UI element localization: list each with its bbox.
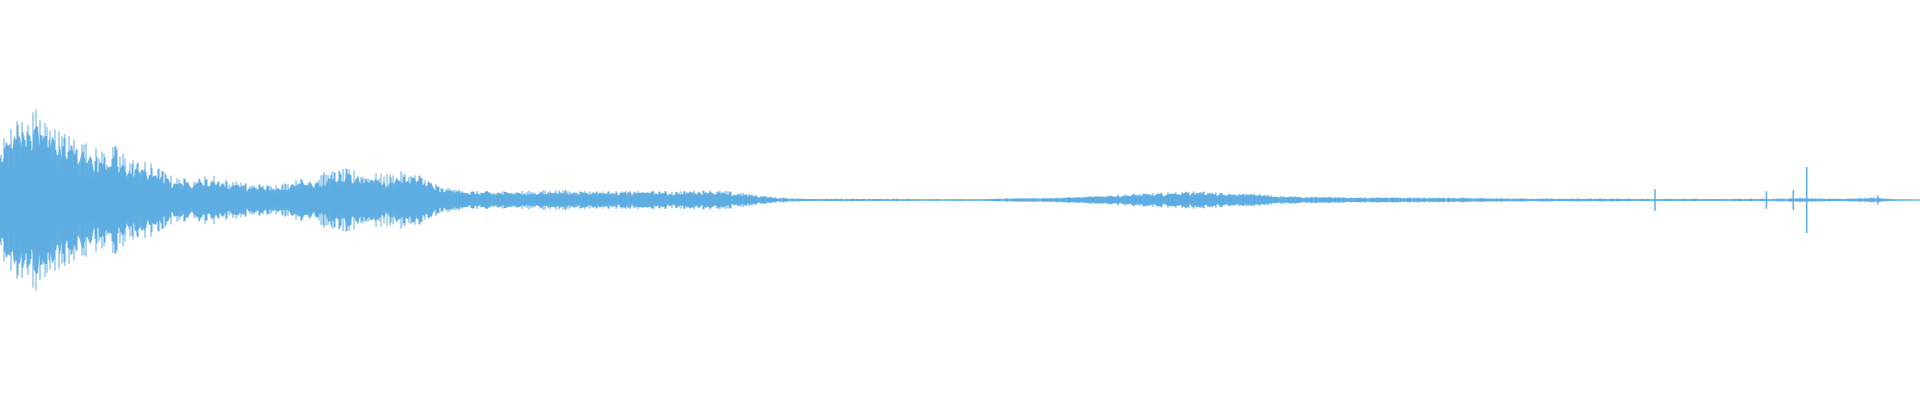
waveform-sample-lines (0, 109, 1919, 291)
waveform-transient-spikes (1654, 167, 1879, 233)
